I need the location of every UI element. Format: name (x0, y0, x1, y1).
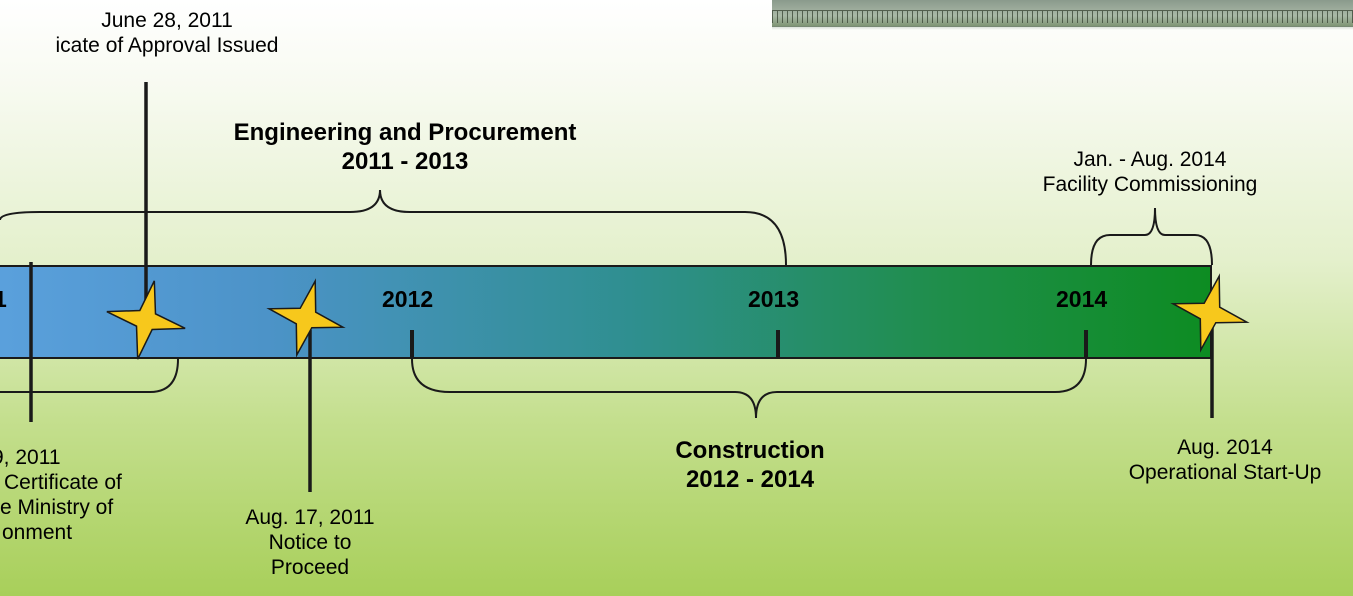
engineering-phase: Engineering and Procurement 2011 - 2013 (150, 118, 660, 176)
commissioning-brace (1090, 207, 1213, 266)
timeline-bar (0, 265, 1212, 359)
year-label-2013: 2013 (748, 286, 800, 312)
year-label-2014: 2014 (1056, 286, 1108, 312)
approval-milestone: June 28, 2011 icate of Approval Issued (0, 8, 352, 58)
star-icon (106, 280, 186, 360)
engineering-brace (0, 189, 787, 266)
left-brace (0, 358, 179, 393)
construction-title: Construction (675, 437, 825, 464)
notice-date: Aug. 17, 2011 (245, 506, 375, 529)
ministry-line-3: onment (2, 521, 73, 544)
commissioning-text: Facility Commissioning (1042, 173, 1258, 196)
commissioning-milestone: Jan. - Aug. 2014 Facility Commissioning (995, 147, 1305, 197)
construction-range: 2012 - 2014 (685, 466, 815, 493)
star-icon (1170, 273, 1250, 353)
commissioning-date: Jan. - Aug. 2014 (1073, 148, 1227, 171)
year-label-partial: 1 (0, 286, 7, 312)
startup-milestone: Aug. 2014 Operational Start-Up (1098, 435, 1352, 485)
ministry-line-1: Certificate of (4, 471, 122, 494)
engineering-range: 2011 - 2013 (341, 148, 469, 175)
notice-line-1: Notice to (268, 531, 352, 554)
fence-graphic (772, 10, 1353, 23)
ministry-date: 9, 2011 (0, 446, 61, 469)
approval-date: June 28, 2011 (101, 9, 233, 32)
engineering-title: Engineering and Procurement (233, 119, 577, 146)
approval-text: icate of Approval Issued (55, 34, 279, 57)
notice-milestone: Aug. 17, 2011 Notice to Proceed (210, 505, 410, 580)
startup-date: Aug. 2014 (1177, 436, 1273, 459)
construction-brace (411, 358, 1087, 419)
year-label-2012: 2012 (382, 286, 434, 312)
construction-phase: Construction 2012 - 2014 (600, 436, 900, 494)
ministry-milestone: 9, 2011 Certificate of e Ministry of onm… (0, 445, 122, 545)
startup-text: Operational Start-Up (1128, 461, 1322, 484)
photo-fade (772, 26, 1353, 30)
ministry-line-2: e Ministry of (0, 496, 114, 519)
notice-line-2: Proceed (270, 556, 350, 579)
star-icon (266, 278, 346, 358)
header-photo (772, 0, 1353, 27)
